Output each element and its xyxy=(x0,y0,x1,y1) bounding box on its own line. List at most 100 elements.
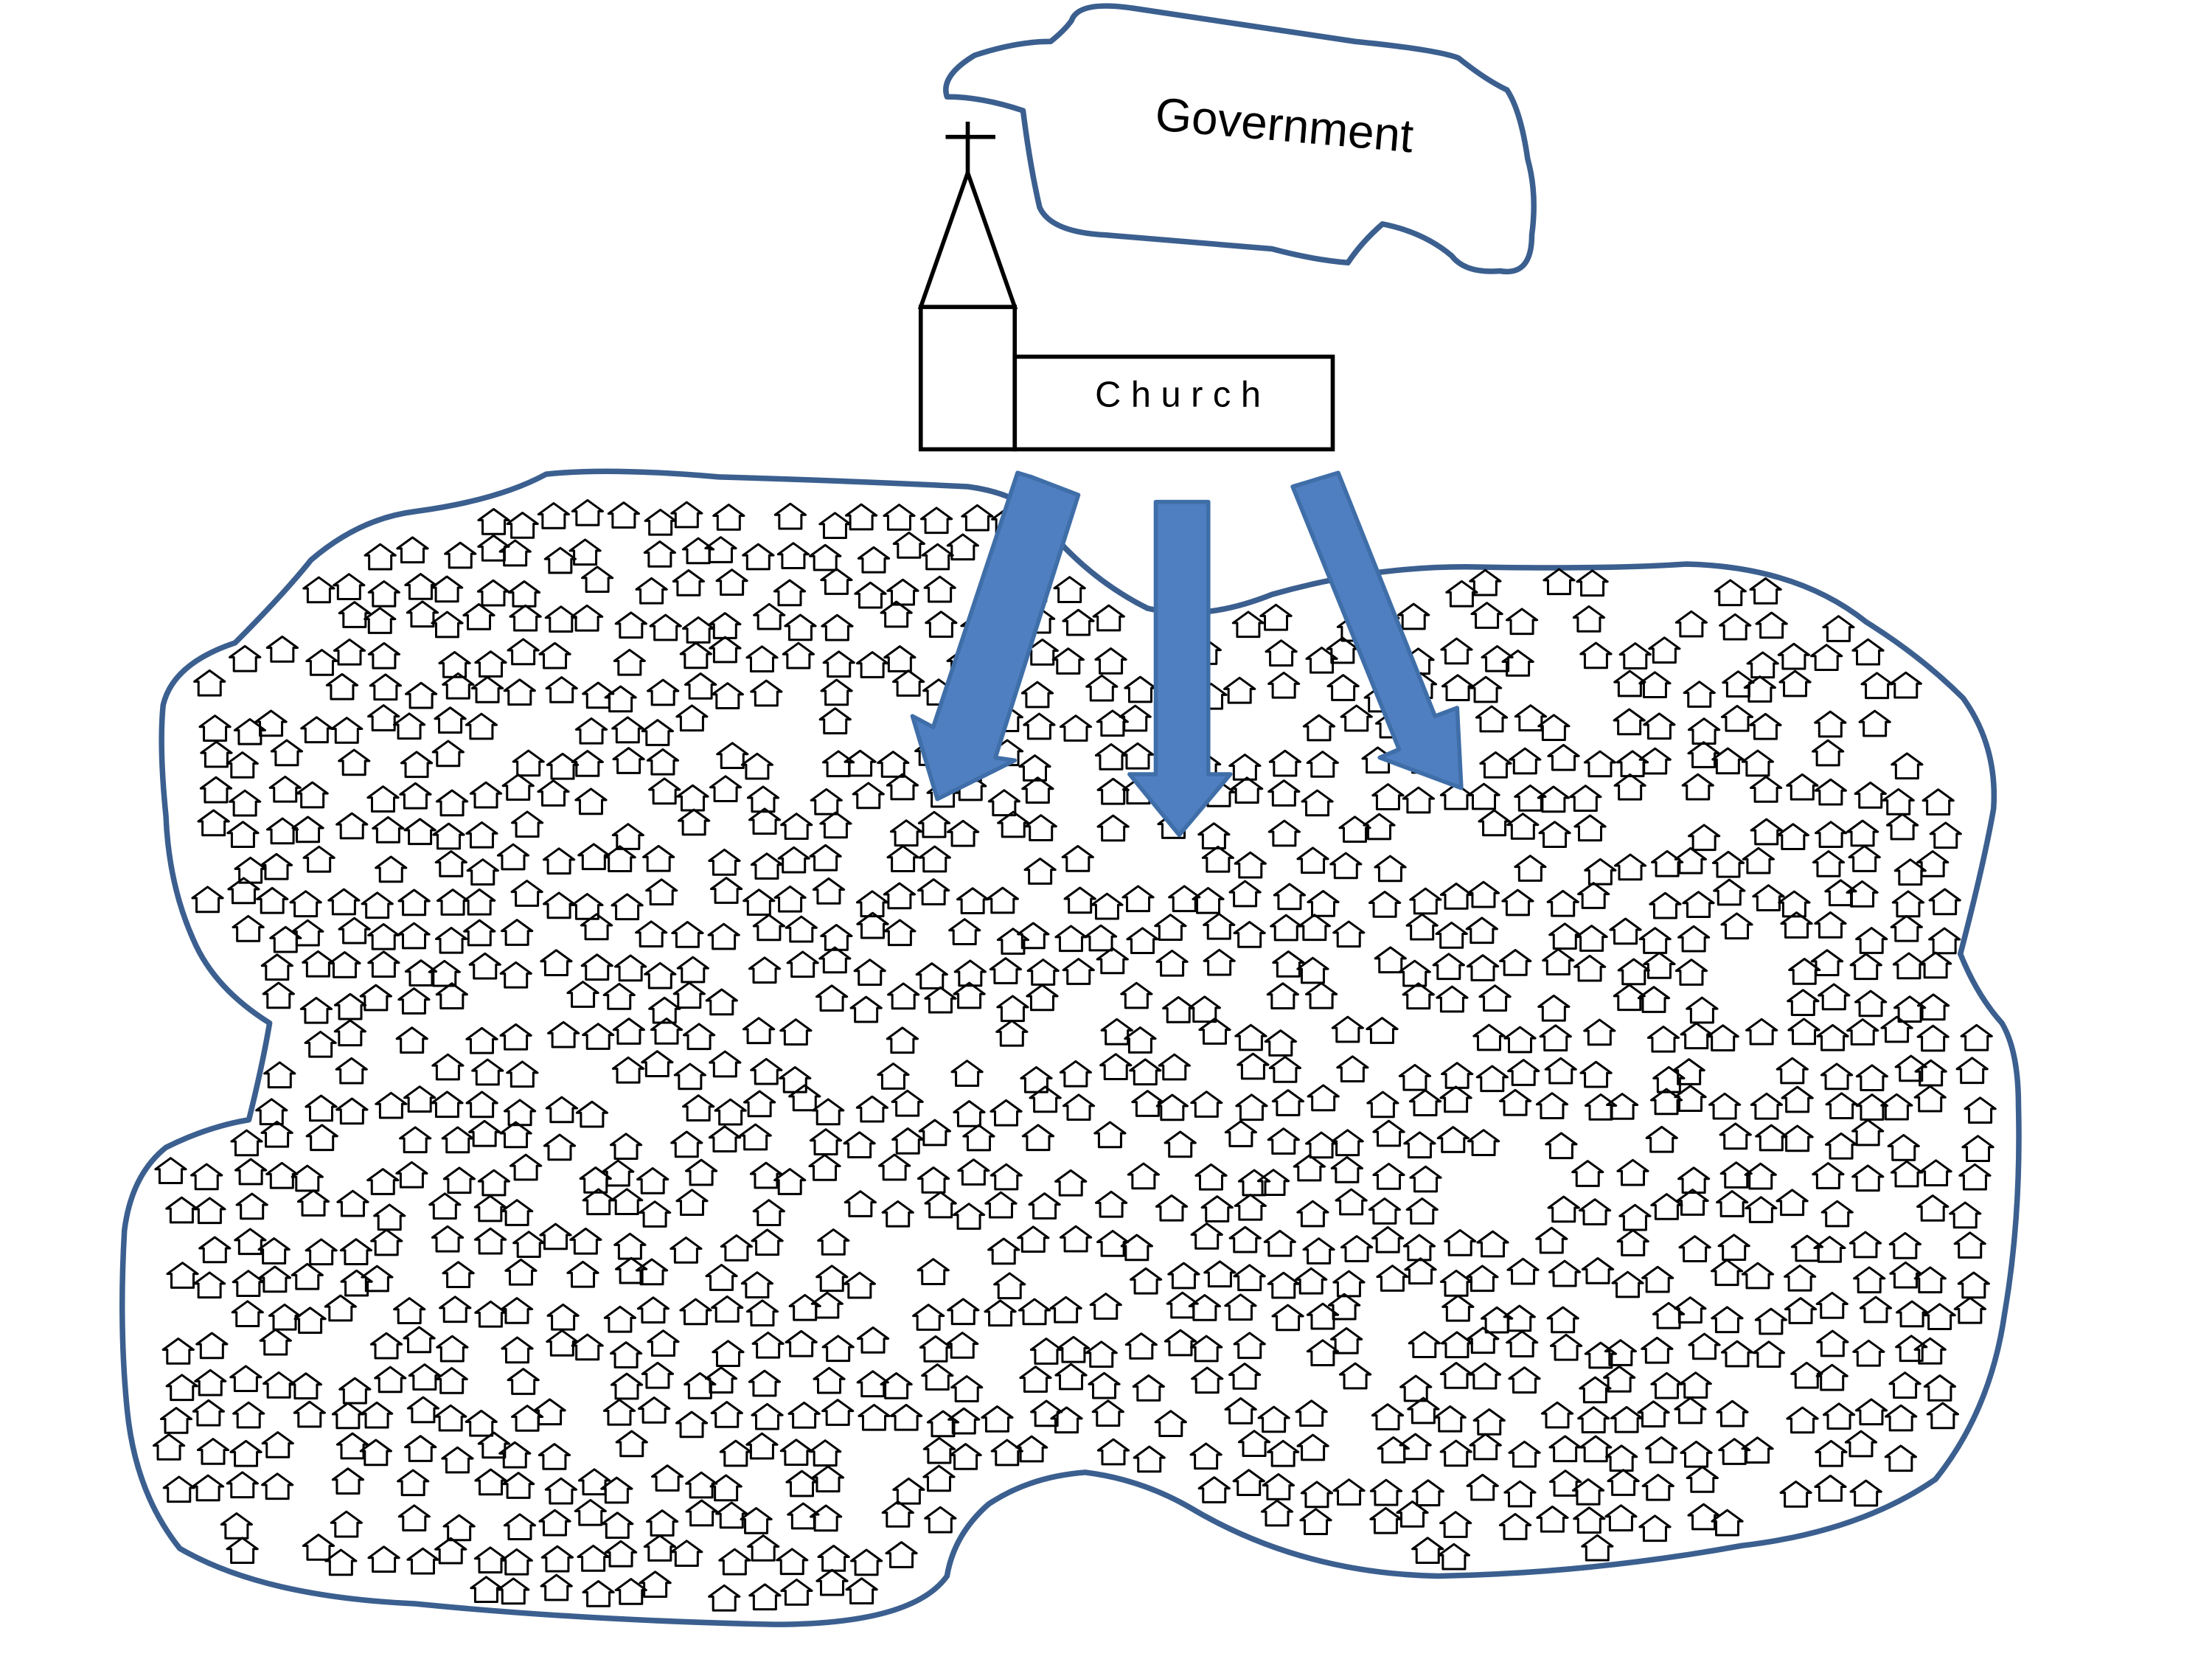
house-icon xyxy=(580,953,613,981)
house-icon xyxy=(1648,636,1681,664)
house-icon xyxy=(1786,1406,1819,1434)
house-icon xyxy=(1127,1162,1160,1190)
house-icon xyxy=(1332,1478,1366,1506)
house-icon xyxy=(603,1305,637,1333)
house-icon xyxy=(647,1329,680,1357)
house-icon xyxy=(669,1237,703,1264)
house-icon xyxy=(1498,1512,1532,1540)
house-icon xyxy=(1061,845,1094,872)
house-icon xyxy=(811,1465,845,1493)
house-icon xyxy=(1536,1505,1569,1533)
house-icon xyxy=(1059,1060,1093,1088)
house-icon xyxy=(325,672,359,700)
house-icon xyxy=(742,543,775,571)
house-icon xyxy=(1547,743,1580,771)
house-icon xyxy=(891,669,925,697)
church-label: C h u r c h xyxy=(1095,375,1261,414)
house-icon xyxy=(439,1295,472,1324)
house-icon xyxy=(473,1227,507,1255)
house-icon xyxy=(1131,1090,1164,1117)
house-icon xyxy=(339,1238,373,1266)
house-icon xyxy=(324,1294,357,1322)
house-icon xyxy=(1814,1474,1847,1502)
house-icon xyxy=(1411,1537,1444,1564)
house-icon xyxy=(1232,1469,1265,1496)
house-icon xyxy=(291,815,324,844)
house-icon xyxy=(1812,1162,1845,1189)
house-icon xyxy=(917,1258,950,1285)
house-icon xyxy=(990,1439,1023,1467)
house-icon xyxy=(499,1121,532,1149)
house-icon xyxy=(921,1363,954,1391)
house-icon xyxy=(1913,1266,1947,1294)
house-icon xyxy=(716,742,749,770)
house-icon xyxy=(1775,1057,1809,1085)
house-icon xyxy=(1890,914,1923,942)
government-label: Government xyxy=(1153,87,1416,162)
house-icon xyxy=(497,1577,530,1605)
house-icon xyxy=(742,888,776,917)
house-icon xyxy=(1162,995,1195,1023)
house-icon xyxy=(1579,1060,1613,1088)
house-icon xyxy=(815,1568,849,1596)
house-icon xyxy=(1584,1341,1617,1369)
house-icon xyxy=(1017,922,1050,950)
house-icon xyxy=(468,952,501,980)
house-icon xyxy=(844,749,877,777)
house-icon xyxy=(1191,1366,1224,1394)
house-icon xyxy=(1711,850,1745,878)
house-icon xyxy=(1894,1054,1927,1082)
house-icon xyxy=(500,1297,534,1324)
house-icon xyxy=(1053,576,1086,603)
house-icon xyxy=(1273,883,1307,911)
house-icon xyxy=(570,604,604,632)
house-icon xyxy=(1787,989,1820,1016)
house-icon xyxy=(1190,1222,1223,1250)
house-icon xyxy=(1755,1124,1788,1152)
house-icon xyxy=(810,787,843,815)
house-icon xyxy=(682,1094,715,1121)
house-icon xyxy=(268,775,302,803)
house-icon xyxy=(366,785,400,813)
house-icon xyxy=(263,1061,296,1089)
house-icon xyxy=(463,888,496,916)
house-icon xyxy=(1855,1064,1889,1092)
house-icon xyxy=(580,566,614,594)
house-icon xyxy=(226,751,259,779)
house-icon xyxy=(1535,1226,1568,1254)
house-icon xyxy=(709,1474,742,1502)
house-icon xyxy=(673,1062,706,1091)
house-icon xyxy=(1540,1401,1574,1429)
house-icon xyxy=(917,810,951,838)
house-icon xyxy=(1088,1371,1121,1399)
house-icon xyxy=(1650,1193,1683,1220)
house-icon xyxy=(720,1234,754,1262)
house-icon xyxy=(743,1090,776,1118)
house-icon xyxy=(1262,1472,1295,1500)
house-icon xyxy=(1776,823,1809,850)
house-icon xyxy=(1433,1405,1467,1433)
house-icon xyxy=(1888,1231,1921,1259)
house-icon xyxy=(812,877,846,905)
house-icon xyxy=(1302,1237,1335,1265)
house-icon xyxy=(375,855,408,883)
house-icon xyxy=(1472,1408,1506,1436)
house-icon xyxy=(265,1161,299,1189)
house-icon xyxy=(995,1019,1029,1047)
house-icon xyxy=(843,1271,876,1299)
house-icon xyxy=(1024,814,1057,841)
house-icon xyxy=(1096,1229,1130,1257)
house-icon xyxy=(1711,747,1745,775)
house-icon xyxy=(1263,1229,1296,1257)
house-icon xyxy=(1363,813,1396,841)
house-icon xyxy=(1618,642,1652,669)
house-icon xyxy=(1788,957,1821,985)
house-icon xyxy=(990,1099,1023,1127)
house-icon xyxy=(540,1545,574,1573)
house-icon xyxy=(543,1133,577,1161)
house-icon xyxy=(609,1341,643,1368)
house-icon xyxy=(1852,1339,1885,1367)
house-icon xyxy=(1120,1234,1153,1262)
house-icon xyxy=(1720,912,1753,940)
house-icon xyxy=(369,673,402,701)
